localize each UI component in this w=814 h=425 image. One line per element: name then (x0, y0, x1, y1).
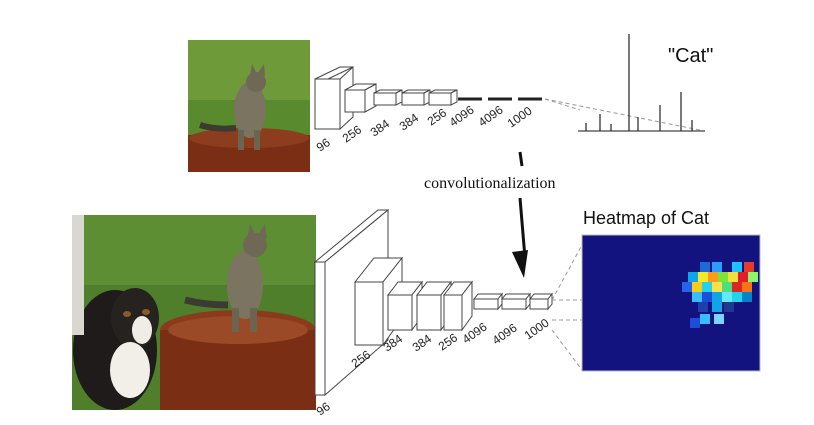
top-layer-256 (344, 83, 377, 113)
top-label-1000: 1000 (505, 103, 535, 130)
bottom-cat-dog-photo (72, 215, 316, 410)
bottom-label-1000: 1000 (522, 315, 552, 342)
top-label-4096-a: 4096 (447, 102, 477, 129)
heatmap-title: Heatmap of Cat (583, 208, 709, 228)
top-network (314, 65, 458, 131)
top-layer-384-a (373, 89, 403, 106)
bottom-layer-384-a (386, 280, 424, 332)
bottom-label-256-b: 256 (436, 330, 461, 353)
top-label-4096-b: 4096 (476, 102, 506, 129)
class-score-bars (578, 34, 705, 132)
top-label-384-b: 384 (397, 110, 422, 133)
top-layer-96 (314, 65, 354, 131)
result-label: "Cat" (668, 45, 713, 67)
bottom-layer-4096-b (500, 292, 532, 311)
top-label-96: 96 (314, 135, 333, 154)
heatmap (581, 234, 761, 372)
heatmap-cells (682, 262, 758, 328)
bottom-label-96: 96 (314, 399, 333, 418)
top-cat-photo (188, 40, 310, 172)
transition-arrow (512, 151, 528, 278)
bottom-layer-4096-a (472, 292, 504, 311)
bottom-layer-256-b (442, 280, 474, 332)
top-label-256-b: 256 (425, 105, 450, 128)
top-label-384-a: 384 (368, 116, 393, 139)
top-layer-256-b (428, 89, 458, 106)
bottom-label-384-b: 384 (410, 331, 435, 354)
bottom-network (313, 208, 554, 397)
bottom-dashed-connectors (551, 244, 583, 371)
top-dashed-connectors (544, 98, 701, 131)
bottom-label-4096-b: 4096 (490, 320, 520, 347)
transition-label: convolutionalization (424, 175, 556, 192)
top-layer-384-b (401, 89, 431, 106)
bottom-layer-1000 (528, 292, 554, 311)
